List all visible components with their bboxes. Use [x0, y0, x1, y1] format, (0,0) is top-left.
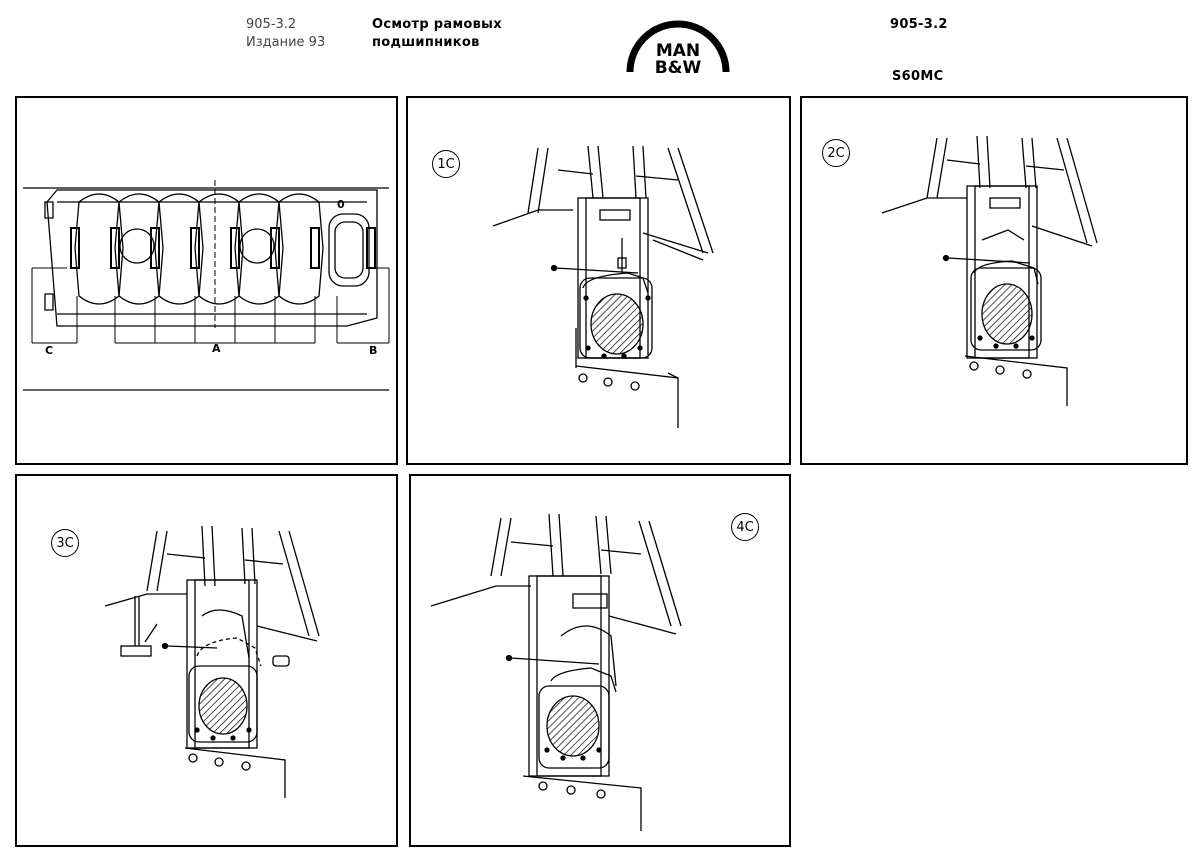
logo-text-bw: B&W [655, 58, 702, 78]
step-1c-label: 1C [432, 150, 460, 178]
document-number: 905-3.2 [246, 17, 297, 32]
page-title-line1: Осмотр рамовых [372, 17, 502, 32]
step-1c-drawing [492, 145, 714, 428]
logo-text-man: MAN [656, 41, 700, 61]
step-3c-drawing [104, 525, 320, 798]
document-number-right: 905-3.2 [890, 17, 948, 32]
step-2c-drawing [881, 135, 1098, 406]
step-3c-panel: 3C [15, 474, 398, 847]
page-title-line2: подшипников [372, 35, 480, 50]
crankshaft-overview-drawing [23, 180, 390, 391]
overview-label-o: 0 [337, 198, 345, 211]
step-2c-panel: 2C [800, 96, 1188, 465]
crank-throws [74, 193, 370, 305]
engine-model: S60MC [892, 69, 944, 84]
edition-label: Издание 93 [246, 35, 326, 50]
crankshaft-overview-panel: C A B 0 [15, 96, 398, 465]
step-2c-label: 2C [822, 139, 850, 167]
overview-label-b: B [369, 344, 378, 357]
step-3c-label: 3C [51, 529, 79, 557]
step-4c-panel: 4C [409, 474, 791, 847]
man-bw-logo: MAN B&W [622, 14, 734, 80]
overview-label-a: A [212, 342, 221, 355]
overview-label-c: C [45, 344, 54, 357]
step-4c-drawing [430, 513, 682, 831]
step-4c-label: 4C [731, 513, 759, 541]
step-1c-panel: 1C [406, 96, 791, 465]
